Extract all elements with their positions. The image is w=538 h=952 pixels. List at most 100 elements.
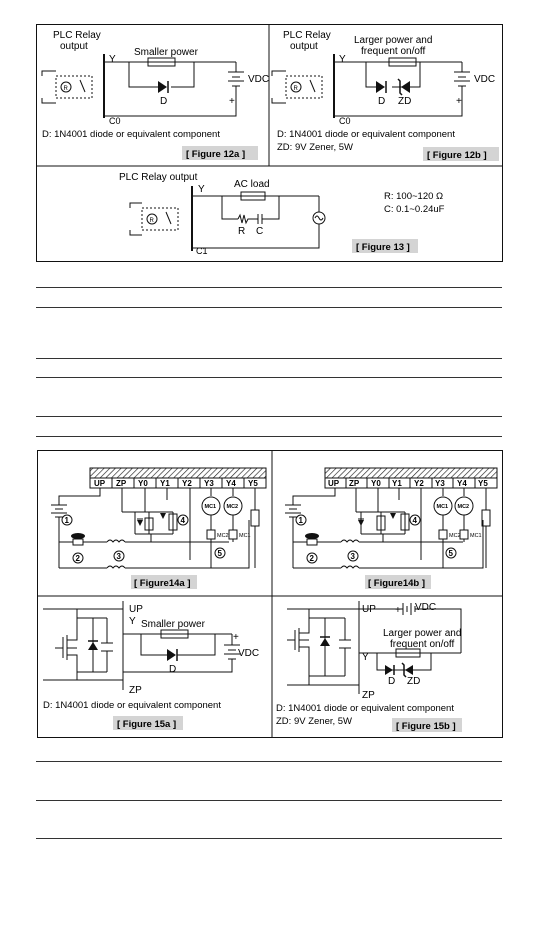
plc-label: PLC Relay [283, 30, 331, 41]
figure-caption: [ Figure14b ] [368, 578, 425, 589]
contact-mc1: MC1 [239, 533, 251, 539]
figure-caption: [ Figure 15b ] [396, 721, 456, 732]
resistor-label: R [238, 226, 245, 237]
marker-3: 3 [117, 552, 122, 561]
relay-coil-icon [60, 81, 72, 93]
zener-note: ZD: 9V Zener, 5W [277, 142, 353, 153]
coil-r-label: R [150, 218, 155, 224]
figure-15b: UP Y ZP VDC + Larger power and frequent … [276, 601, 462, 732]
figure-caption: [ Figure 12a ] [186, 149, 245, 160]
power-label: Smaller power [141, 619, 206, 630]
resistor-icon [160, 629, 189, 639]
capacitor-spec: C: 0.1~0.24uF [384, 204, 445, 215]
diode-label: D [378, 96, 385, 107]
vdc-label: VDC [474, 74, 495, 85]
table-rule [36, 307, 502, 308]
capacitor-label: C [256, 226, 263, 237]
zp-terminal: ZP [362, 690, 375, 701]
terminal-y3: Y3 [204, 479, 214, 488]
diode-note: D: 1N4001 diode or equivalent component [43, 700, 221, 711]
table-rule [36, 800, 502, 801]
power-label: Smaller power [134, 47, 199, 58]
resistor-spec: R: 100~120 Ω [384, 191, 443, 202]
figure-caption: [ Figure14a ] [134, 578, 191, 589]
terminal-y1: Y1 [392, 479, 402, 488]
plus-label: + [395, 605, 401, 616]
coil-r-label: R [294, 86, 299, 92]
c0-terminal: C0 [109, 116, 121, 126]
figure-12b: PLC Relay output Larger power and freque… [271, 30, 499, 161]
diode-icon [158, 81, 167, 93]
table-rule [36, 436, 502, 437]
terminal-y4: Y4 [457, 479, 467, 488]
diode-icon [376, 81, 385, 93]
resistor-icon [147, 57, 176, 67]
figure-15a: UP Y ZP Smaller power [43, 601, 259, 730]
y-terminal: Y [129, 616, 136, 627]
diode-icon [167, 649, 176, 661]
terminal-y5: Y5 [248, 479, 258, 488]
diode-label: D [169, 664, 176, 675]
coil-mc2: MC2 [458, 504, 470, 510]
figure-caption: [ Figure 13 ] [356, 242, 410, 253]
terminal-y2: Y2 [414, 479, 424, 488]
terminal-zp: ZP [116, 479, 127, 488]
resistor-icon [388, 57, 417, 67]
marker-5: 5 [449, 549, 454, 558]
resistor-icon [395, 648, 421, 658]
terminal-y1: Y1 [160, 479, 170, 488]
zener-icon [405, 665, 413, 675]
plus-label: + [456, 96, 462, 107]
terminal-y5: Y5 [478, 479, 488, 488]
terminal-y0: Y0 [138, 479, 148, 488]
plc-label-2: output [290, 41, 318, 52]
terminal-up: UP [94, 479, 106, 488]
table-rule [36, 358, 502, 359]
zener-icon [401, 81, 410, 93]
table-rule [36, 287, 502, 288]
power-label-2: frequent on/off [361, 46, 426, 57]
power-label: Larger power and [354, 35, 432, 46]
transistor-wiring-figures: UP ZP Y0 Y1 Y2 Y3 Y4 Y5 [37, 450, 503, 738]
coil-mc1: MC1 [205, 504, 217, 510]
zp-terminal: ZP [129, 685, 142, 696]
up-terminal: UP [129, 604, 143, 615]
vdc-label: VDC [415, 602, 436, 613]
figure-caption: [ Figure 12b ] [427, 150, 487, 161]
zener-note: ZD: 9V Zener, 5W [276, 716, 352, 727]
relay-wiring-figures: PLC Relay output Smaller power Y C0 D R [36, 24, 503, 262]
table-rule [36, 838, 502, 839]
figure-caption: [ Figure 15a ] [117, 719, 176, 730]
terminal-y2: Y2 [182, 479, 192, 488]
marker-4: 4 [413, 516, 418, 525]
diode-label: D [388, 676, 395, 687]
power-label-2: frequent on/off [390, 639, 455, 650]
contact-mc2: MC2 [449, 533, 461, 539]
vdc-label: VDC [248, 74, 269, 85]
diode-label: D [160, 96, 167, 107]
zener-label: ZD [407, 676, 420, 687]
diode-note: D: 1N4001 diode or equivalent component [277, 129, 455, 140]
table-rule [36, 761, 502, 762]
coil-r-label: R [64, 86, 69, 92]
terminal-zp: ZP [349, 479, 360, 488]
y-terminal: Y [339, 54, 346, 65]
contact-mc2: MC2 [217, 533, 229, 539]
marker-3: 3 [351, 552, 356, 561]
terminal-y4: Y4 [226, 479, 236, 488]
plc-label-2: output [60, 41, 88, 52]
contact-mc1: MC1 [470, 533, 482, 539]
diode-icon [385, 665, 393, 675]
plc-label: PLC Relay [53, 30, 101, 41]
plc-label: PLC Relay output [119, 172, 198, 183]
y-terminal: Y [362, 652, 369, 663]
plus-label: + [229, 96, 235, 107]
zener-label: ZD [398, 96, 411, 107]
marker-1: 1 [65, 516, 70, 525]
relay-coil-icon [290, 81, 302, 93]
c0-terminal: C0 [339, 116, 351, 126]
diode-note: D: 1N4001 diode or equivalent component [276, 703, 454, 714]
terminal-up: UP [328, 479, 340, 488]
plus-label: + [233, 632, 239, 643]
terminal-y0: Y0 [371, 479, 381, 488]
